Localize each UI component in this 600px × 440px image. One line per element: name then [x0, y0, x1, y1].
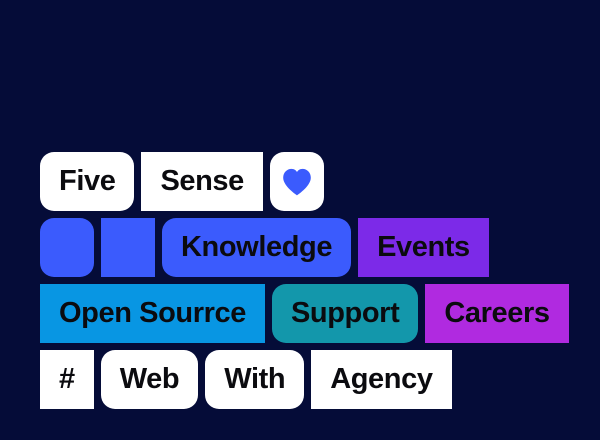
tag-open-sourrce[interactable]: Open Sourrce: [40, 284, 265, 343]
tag-[interactable]: #: [40, 350, 94, 409]
tag-web[interactable]: Web: [100, 350, 199, 409]
tag-knowledge[interactable]: Knowledge: [162, 218, 352, 277]
tag-label: Open Sourrce: [59, 297, 246, 329]
tag-label: Events: [377, 231, 470, 263]
tag-row: Open Sourrce Support Careers: [40, 284, 569, 343]
tag-row: # Web With Agency: [40, 350, 452, 409]
tag-events[interactable]: Events: [358, 218, 489, 277]
tag-label: Knowledge: [181, 231, 333, 263]
tag-placeholder: [101, 218, 155, 277]
tag-label: Careers: [444, 297, 550, 329]
tag-label: Sense: [160, 165, 244, 197]
tag-with[interactable]: With: [205, 350, 305, 409]
tag-label: Web: [119, 363, 180, 395]
tag-row: Knowledge Events: [40, 218, 489, 277]
tag-five[interactable]: Five: [40, 152, 135, 211]
tag-careers[interactable]: Careers: [425, 284, 569, 343]
tag-row: Five Sense: [40, 152, 324, 211]
tag-agency[interactable]: Agency: [311, 350, 452, 409]
tag-label: #: [59, 363, 75, 395]
tag-label: Support: [290, 297, 400, 329]
tag-label: With: [224, 363, 286, 395]
tag-sense[interactable]: Sense: [141, 152, 263, 211]
heart-icon: [283, 168, 311, 195]
heart-icon[interactable]: [269, 152, 324, 211]
tag-label: Five: [59, 165, 116, 197]
tag-label: Agency: [330, 363, 433, 395]
tag-placeholder: [40, 218, 94, 277]
tag-support[interactable]: Support: [271, 284, 419, 343]
